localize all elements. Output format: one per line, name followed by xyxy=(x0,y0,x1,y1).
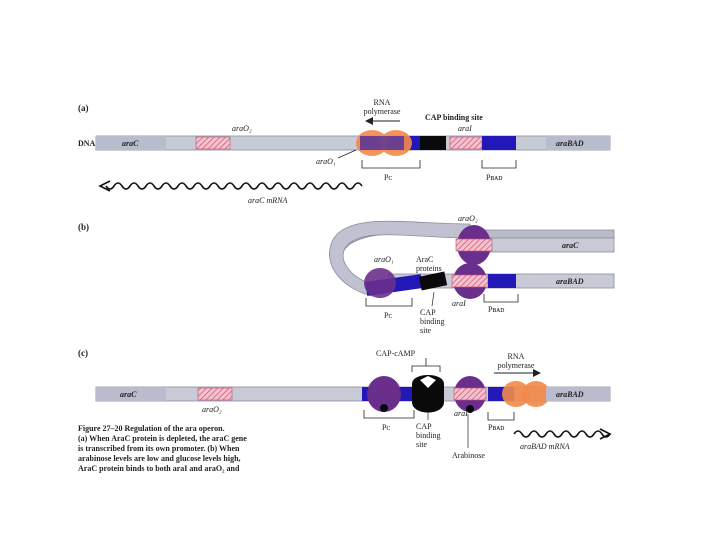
rna-polymerase-blob-c1 xyxy=(502,381,530,407)
panel-b: (b) araO₂ araC araBAD araO₁ AraC protein… xyxy=(78,214,615,335)
arai-site xyxy=(449,136,483,150)
rna-polymerase-label: RNA xyxy=(374,98,391,107)
arai-site-c xyxy=(453,387,487,401)
arac-protein-o1 xyxy=(364,268,396,298)
arac-gene-region-c xyxy=(96,387,166,401)
arao2-label: araO₂ xyxy=(232,124,252,133)
rna-polymerase-label-c-2: polymerase xyxy=(498,361,535,370)
rna-polymerase-overlay xyxy=(360,136,404,150)
cap-label-b-2: binding xyxy=(420,317,444,326)
arac-gene-region xyxy=(96,136,166,150)
arabad-gene-region xyxy=(546,136,610,150)
arao2-label-b: araO₂ xyxy=(458,214,478,223)
arac-mrna-label: araC mRNA xyxy=(248,196,287,205)
pbad-bracket-c xyxy=(487,412,515,421)
pbad-label: Pʙᴀᴅ xyxy=(486,173,502,182)
arao2-site-c xyxy=(197,387,233,401)
arabad-gene-label-b: araBAD xyxy=(556,277,584,286)
arac-gene-label: araC xyxy=(122,139,139,148)
cap-camp-notch xyxy=(420,376,436,388)
cap-label-c-3: site xyxy=(416,440,428,449)
arai-label-c: araI xyxy=(454,409,468,418)
arac-proteins-label-2: proteins xyxy=(416,264,442,273)
arabad-mrna-label: araBAD mRNA xyxy=(520,442,570,451)
arac-mrna-wave xyxy=(105,182,363,190)
figure-caption: Figure 27–20 Regulation of the ara opero… xyxy=(78,424,247,473)
arac-gene-label-c: araC xyxy=(120,390,137,399)
arac-protein-c xyxy=(367,376,401,412)
panel-b-label: (b) xyxy=(78,222,89,232)
panel-a: (a) RNA polymerase CAP binding site araI… xyxy=(78,98,611,205)
cap-label-b-1: CAP xyxy=(420,308,436,317)
caption-line-5: AraC protein binds to both araI and araO… xyxy=(78,464,240,473)
arabad-gene-label: araBAD xyxy=(556,139,584,148)
arac-proteins-label: AraC xyxy=(416,255,433,264)
pc-bracket-c xyxy=(363,410,415,419)
pc-bracket xyxy=(361,160,421,169)
caption-line-1: Figure 27–20 Regulation of the ara opero… xyxy=(78,424,225,433)
cap-label-b-3: site xyxy=(420,326,432,335)
panel-c-label: (c) xyxy=(78,348,88,358)
caption-line-2: (a) When AraC protein is depleted, the a… xyxy=(78,434,247,443)
rna-polymerase-label-c: RNA xyxy=(508,352,525,361)
cap-binding-site-label: CAP binding site xyxy=(425,113,483,122)
arabinose-dot-1 xyxy=(380,404,388,412)
arai-label-b: araI xyxy=(452,299,466,308)
caption-line-4: arabinose levels are low and glucose lev… xyxy=(78,454,241,463)
cap-camp-label: CAP-cAMP xyxy=(376,349,416,358)
pbad-bracket-b xyxy=(483,294,519,303)
arao1-label: araO₁ xyxy=(316,157,336,166)
pbad-promoter-region xyxy=(482,136,516,150)
arao1-pointer xyxy=(337,149,357,159)
arabad-gene-region-c xyxy=(546,387,610,401)
panel-c: (c) CAP-cAMP RNA polymerase araC araO₂ a… xyxy=(78,348,612,460)
pbad-bracket xyxy=(481,160,517,169)
pc-label: Pᴄ xyxy=(384,173,392,182)
pbad-label-c: Pʙᴀᴅ xyxy=(488,423,504,432)
arabad-mrna-arrowhead xyxy=(599,428,612,440)
dna-label: DNA xyxy=(78,139,96,148)
arao2-label-c: araO₂ xyxy=(202,405,222,414)
cap-label-c-2: binding xyxy=(416,431,440,440)
pc-label-c: Pᴄ xyxy=(382,423,390,432)
pc-bracket-b xyxy=(365,298,413,307)
cap-binding-site-b xyxy=(418,271,448,291)
arai-label: araI xyxy=(458,124,472,133)
panel-a-label: (a) xyxy=(78,103,89,113)
arabad-gene-label-c: araBAD xyxy=(556,390,584,399)
arao1-label-b: araO₁ xyxy=(374,255,394,264)
rna-polymerase-blob-c2 xyxy=(522,381,550,407)
arao2-site-b xyxy=(455,238,493,252)
dna-strand xyxy=(95,135,611,151)
rna-polymerase-label-2: polymerase xyxy=(364,107,401,116)
arac-gene-label-b: araC xyxy=(562,241,579,250)
arai-site-b xyxy=(451,274,489,288)
cap-label-c-1: CAP xyxy=(416,422,432,431)
cap-camp-bracket xyxy=(411,365,441,372)
pc-label-b: Pᴄ xyxy=(384,311,392,320)
cap-binding-site xyxy=(420,136,446,150)
cap-camp-complex xyxy=(412,375,444,413)
caption-line-3: is transcribed from its own promoter. (b… xyxy=(78,444,240,453)
cap-pointer-b xyxy=(431,291,435,307)
pbad-label-b: Pʙᴀᴅ xyxy=(488,305,504,314)
arabad-mrna-wave xyxy=(513,430,611,438)
arac-mrna-arrowhead xyxy=(98,180,111,192)
arabinose-label: Arabinose xyxy=(452,451,485,460)
arao2-site xyxy=(195,136,231,150)
pbad-promoter-region-b xyxy=(488,274,516,288)
arabinose-dot-2 xyxy=(466,405,474,413)
